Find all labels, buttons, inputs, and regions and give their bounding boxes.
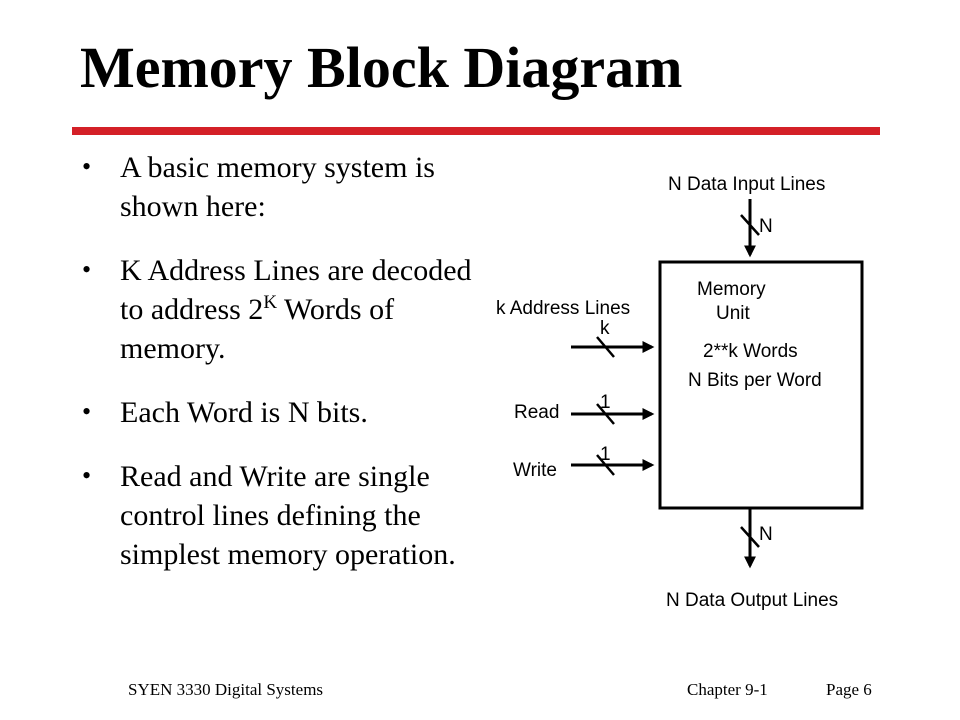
memory-unit-label: Memory — [697, 279, 766, 300]
bullet-line: shown here: — [120, 190, 266, 223]
write-width: 1 — [600, 444, 611, 465]
address-lines-label: k Address Lines — [496, 298, 630, 319]
bullet-line: Read and Write are single — [120, 460, 430, 493]
bits-per-word-label: N Bits per Word — [688, 370, 822, 391]
bullet-item: • A basic memory system is shown here: — [82, 148, 522, 226]
bullet-dot-icon: • — [82, 461, 92, 490]
read-label: Read — [514, 402, 559, 423]
bullet-text: to address 2 — [120, 293, 264, 326]
bullet-item: • Read and Write are single control line… — [82, 457, 522, 574]
output-bus-slash — [740, 526, 760, 548]
read-slash — [596, 403, 615, 425]
slide-title: Memory Block Diagram — [80, 35, 683, 100]
bullet-dot-icon: • — [82, 255, 92, 284]
address-bus-slash — [596, 336, 615, 358]
bullet-line: simplest memory operation. — [120, 538, 456, 571]
bullet-item: • Each Word is N bits. — [82, 393, 522, 432]
bullet-item: • K Address Lines are decoded to address… — [82, 251, 522, 368]
title-underline — [72, 127, 880, 135]
footer-course: SYEN 3330 Digital Systems — [128, 680, 324, 699]
bullet-line: to address 2K Words of — [120, 290, 522, 329]
memory-unit-label: Unit — [716, 303, 751, 324]
output-lines-label: N Data Output Lines — [666, 590, 838, 611]
bullet-line: K Address Lines are decoded — [120, 254, 472, 287]
input-lines-label: N Data Input Lines — [668, 174, 825, 195]
address-bus-width: k — [600, 318, 610, 339]
footer-chapter: Chapter 9-1 — [687, 680, 768, 699]
memory-unit-box — [658, 260, 864, 510]
bullet-text: Words of — [277, 293, 395, 326]
input-bus-slash — [740, 214, 760, 236]
bullet-dot-icon: • — [82, 397, 92, 426]
read-width: 1 — [600, 392, 611, 413]
bullet-line: Each Word is N bits. — [120, 396, 368, 429]
bullet-line: control lines defining the — [120, 499, 421, 532]
word-count-label: 2**k Words — [703, 341, 798, 362]
bullet-list: • A basic memory system is shown here: •… — [82, 148, 522, 599]
write-slash — [596, 454, 615, 476]
superscript: K — [263, 292, 278, 313]
bullet-line: memory. — [120, 332, 226, 365]
write-label: Write — [513, 460, 557, 481]
output-bus-width: N — [759, 524, 773, 545]
bullet-line: A basic memory system is — [120, 151, 435, 184]
bullet-dot-icon: • — [82, 152, 92, 181]
input-bus-width: N — [759, 216, 773, 237]
footer-page: Page 6 — [826, 680, 872, 699]
